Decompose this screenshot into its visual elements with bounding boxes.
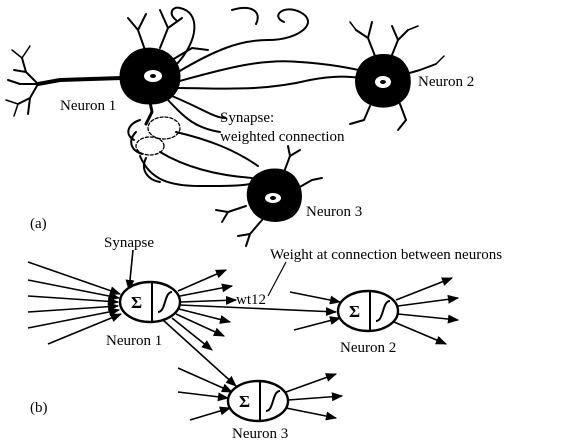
neuron-3-label: Neuron 3 [306, 204, 362, 220]
synapse-label-b: Synapse [104, 235, 154, 251]
neuron-b1-node [120, 282, 180, 322]
neuron-b1-outputs [163, 270, 336, 386]
neuron-b3-label: Neuron 3 [232, 426, 288, 441]
weight-name: wt12 [236, 292, 266, 308]
neuron-2-label: Neuron 2 [418, 74, 474, 90]
panel-a-tag: (a) [30, 216, 47, 232]
synapse-label-a-line1: Synapse: [220, 110, 274, 126]
neuron-b1-inputs [28, 250, 133, 344]
neuron-1-label: Neuron 1 [60, 98, 116, 114]
neuron-b3 [178, 368, 342, 421]
neuron-3-cell [216, 146, 322, 246]
neuron-b1-label: Neuron 1 [106, 333, 162, 349]
weight-pointer [268, 262, 286, 296]
synapse-label-a-line2: weighted connection [220, 129, 345, 145]
sum-icon-neuron-2: Σ [349, 302, 360, 321]
synapse-markers [128, 117, 180, 155]
panel-b-tag: (b) [30, 400, 48, 416]
panel-a [6, 8, 444, 246]
weight-label: Weight at connection between neurons [270, 247, 502, 263]
sum-icon-neuron-1: Σ [131, 293, 142, 312]
sum-icon-neuron-3: Σ [239, 392, 250, 411]
neuron-b2-label: Neuron 2 [340, 340, 396, 356]
